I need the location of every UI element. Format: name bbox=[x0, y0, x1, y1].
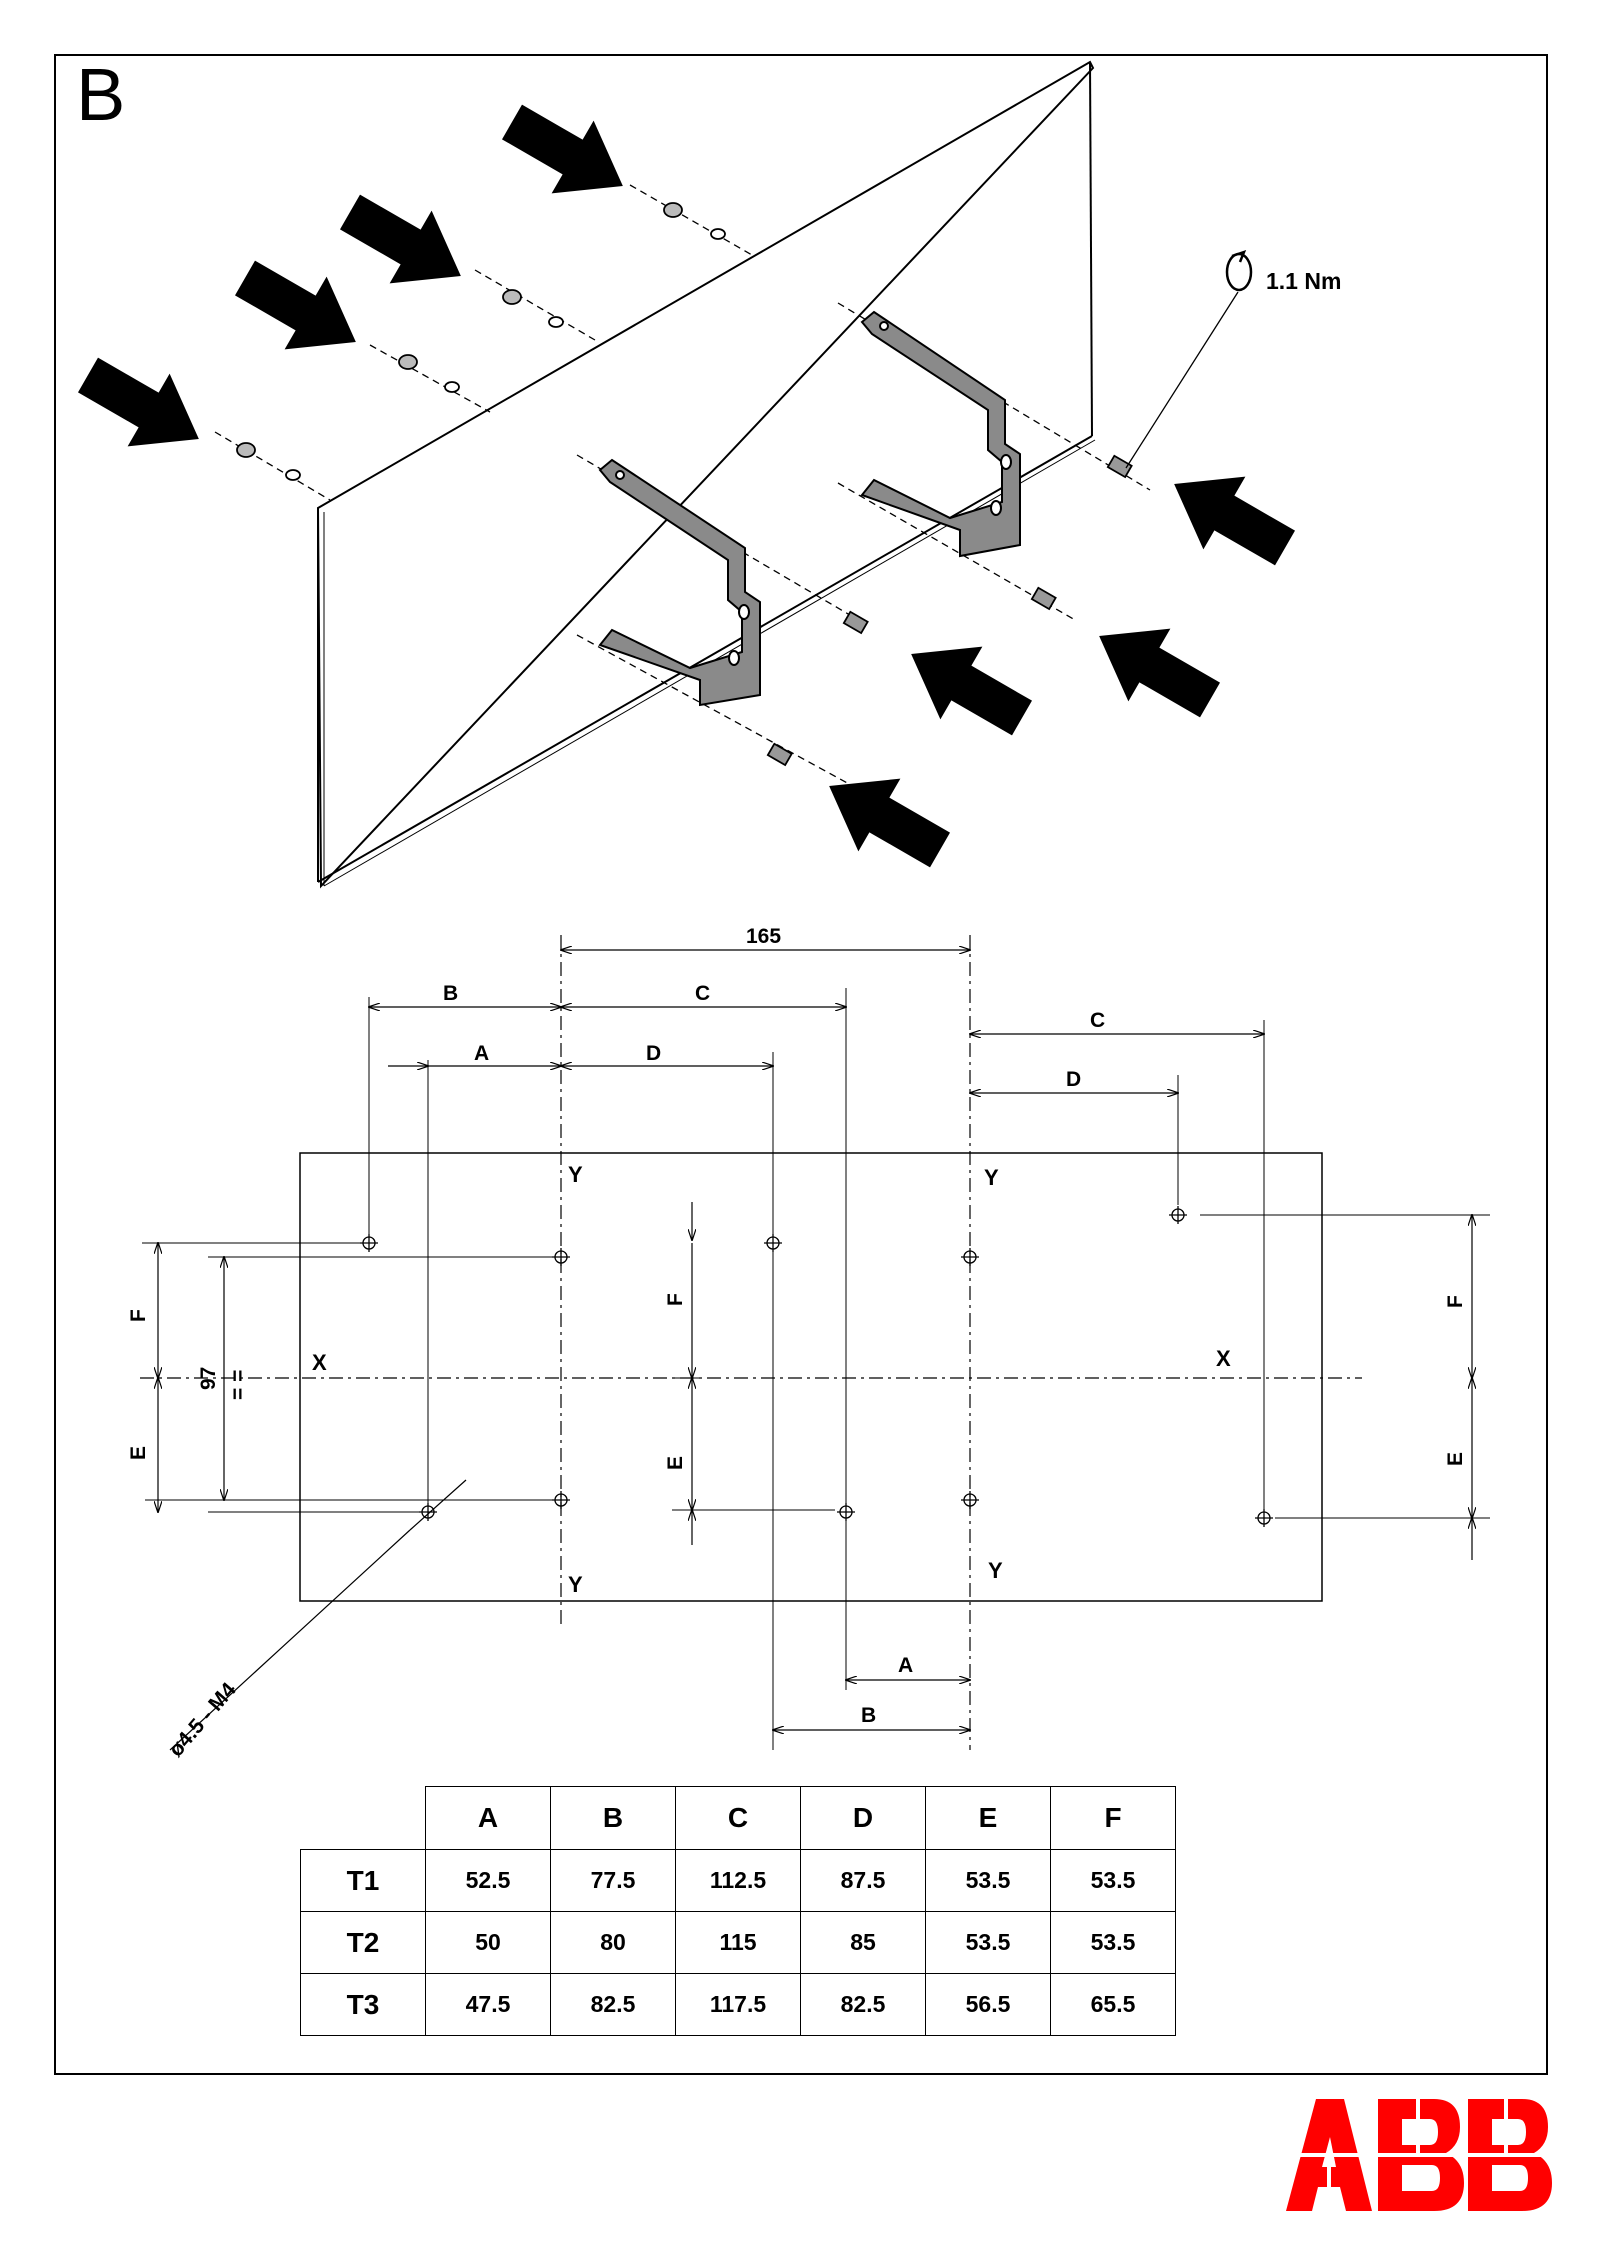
insertion-arrows bbox=[78, 104, 1295, 868]
dim-f-middle: F bbox=[664, 1293, 687, 1306]
table-cell: 53.5 bbox=[925, 1911, 1051, 1974]
dim-a-top: A bbox=[474, 1042, 489, 1065]
dim-b-bottom: B bbox=[861, 1704, 876, 1727]
assembly-view: 1.1 Nm bbox=[78, 60, 1341, 889]
table-cell: 65.5 bbox=[1050, 1973, 1176, 2036]
table-cell: 77.5 bbox=[550, 1849, 676, 1912]
table-corner bbox=[300, 1786, 426, 1850]
table-cell: 117.5 bbox=[675, 1973, 801, 2036]
axis-y-top-right: Y bbox=[984, 1165, 999, 1190]
drawing-frame bbox=[54, 54, 1548, 2075]
column-header: E bbox=[925, 1786, 1051, 1850]
dimensions-table: A B C D E F T1 52.5 77.5 112.5 87.5 53.5… bbox=[300, 1786, 1176, 2036]
hole-spec: ø4.5 - M4 bbox=[164, 1678, 241, 1761]
torque-label: 1.1 Nm bbox=[1266, 268, 1341, 294]
axis-y-top-left: Y bbox=[568, 1162, 583, 1187]
row-label: T1 bbox=[300, 1849, 426, 1912]
column-header: F bbox=[1050, 1786, 1176, 1850]
dim-f-left: F bbox=[127, 1309, 150, 1322]
table-cell: 47.5 bbox=[425, 1973, 551, 2036]
dim-f-right: F bbox=[1444, 1295, 1467, 1308]
table-cell: 53.5 bbox=[1050, 1911, 1176, 1974]
mounting-bracket-left bbox=[598, 458, 761, 707]
dim-a-bottom: A bbox=[898, 1654, 913, 1677]
table-cell: 85 bbox=[800, 1911, 926, 1974]
table-cell: 112.5 bbox=[675, 1849, 801, 1912]
dim-c-top-right: C bbox=[1090, 1009, 1105, 1032]
column-header: B bbox=[550, 1786, 676, 1850]
dim-97: 97 bbox=[197, 1367, 220, 1390]
dim-b-top: B bbox=[443, 982, 458, 1005]
table-header-row: A B C D E F bbox=[300, 1786, 1176, 1850]
axis-y-bottom-right: Y bbox=[988, 1558, 1003, 1583]
dim-d-top-right: D bbox=[1066, 1068, 1081, 1091]
equal-marks: = = bbox=[227, 1370, 250, 1400]
nuts-and-washers bbox=[236, 202, 726, 481]
row-label: T3 bbox=[300, 1973, 426, 2036]
dim-c-top-left: C bbox=[695, 982, 710, 1005]
column-header: A bbox=[425, 1786, 551, 1850]
torque-icon bbox=[1125, 249, 1253, 469]
mounting-holes bbox=[360, 1206, 1273, 1527]
row-label: T2 bbox=[300, 1911, 426, 1974]
dimension-labels: 165 B C A D C D A B F E 97 = = F E F E ø… bbox=[127, 925, 1467, 1761]
dim-d-top-left: D bbox=[646, 1042, 661, 1065]
dim-e-left: E bbox=[127, 1446, 150, 1460]
table-cell: 115 bbox=[675, 1911, 801, 1974]
column-header: D bbox=[800, 1786, 926, 1850]
column-header: C bbox=[675, 1786, 801, 1850]
table-row: T2 50 80 115 85 53.5 53.5 bbox=[300, 1911, 1176, 1974]
table-cell: 52.5 bbox=[425, 1849, 551, 1912]
axis-y-bottom-left: Y bbox=[568, 1572, 583, 1597]
dim-e-middle: E bbox=[664, 1456, 687, 1470]
axis-x-left: X bbox=[312, 1350, 327, 1375]
axis-x-right: X bbox=[1216, 1346, 1231, 1371]
table-cell: 53.5 bbox=[1050, 1849, 1176, 1912]
bolts bbox=[766, 454, 1133, 767]
sheet-letter: B bbox=[76, 53, 126, 136]
mounting-bracket-right bbox=[860, 310, 1021, 558]
table-cell: 87.5 bbox=[800, 1849, 926, 1912]
table-row: T1 52.5 77.5 112.5 87.5 53.5 53.5 bbox=[300, 1849, 1176, 1912]
dim-e-right: E bbox=[1444, 1452, 1467, 1466]
drilling-plan bbox=[140, 935, 1490, 1751]
table-cell: 53.5 bbox=[925, 1849, 1051, 1912]
table-cell: 50 bbox=[425, 1911, 551, 1974]
table-cell: 80 bbox=[550, 1911, 676, 1974]
table-row: T3 47.5 82.5 117.5 82.5 56.5 65.5 bbox=[300, 1973, 1176, 2036]
dim-165: 165 bbox=[746, 925, 781, 948]
panel-outline bbox=[299, 1152, 1323, 1602]
table-cell: 82.5 bbox=[800, 1973, 926, 2036]
mounting-panel bbox=[316, 60, 1096, 889]
abb-logo bbox=[1284, 2097, 1552, 2215]
table-cell: 82.5 bbox=[550, 1973, 676, 2036]
table-cell: 56.5 bbox=[925, 1973, 1051, 2036]
